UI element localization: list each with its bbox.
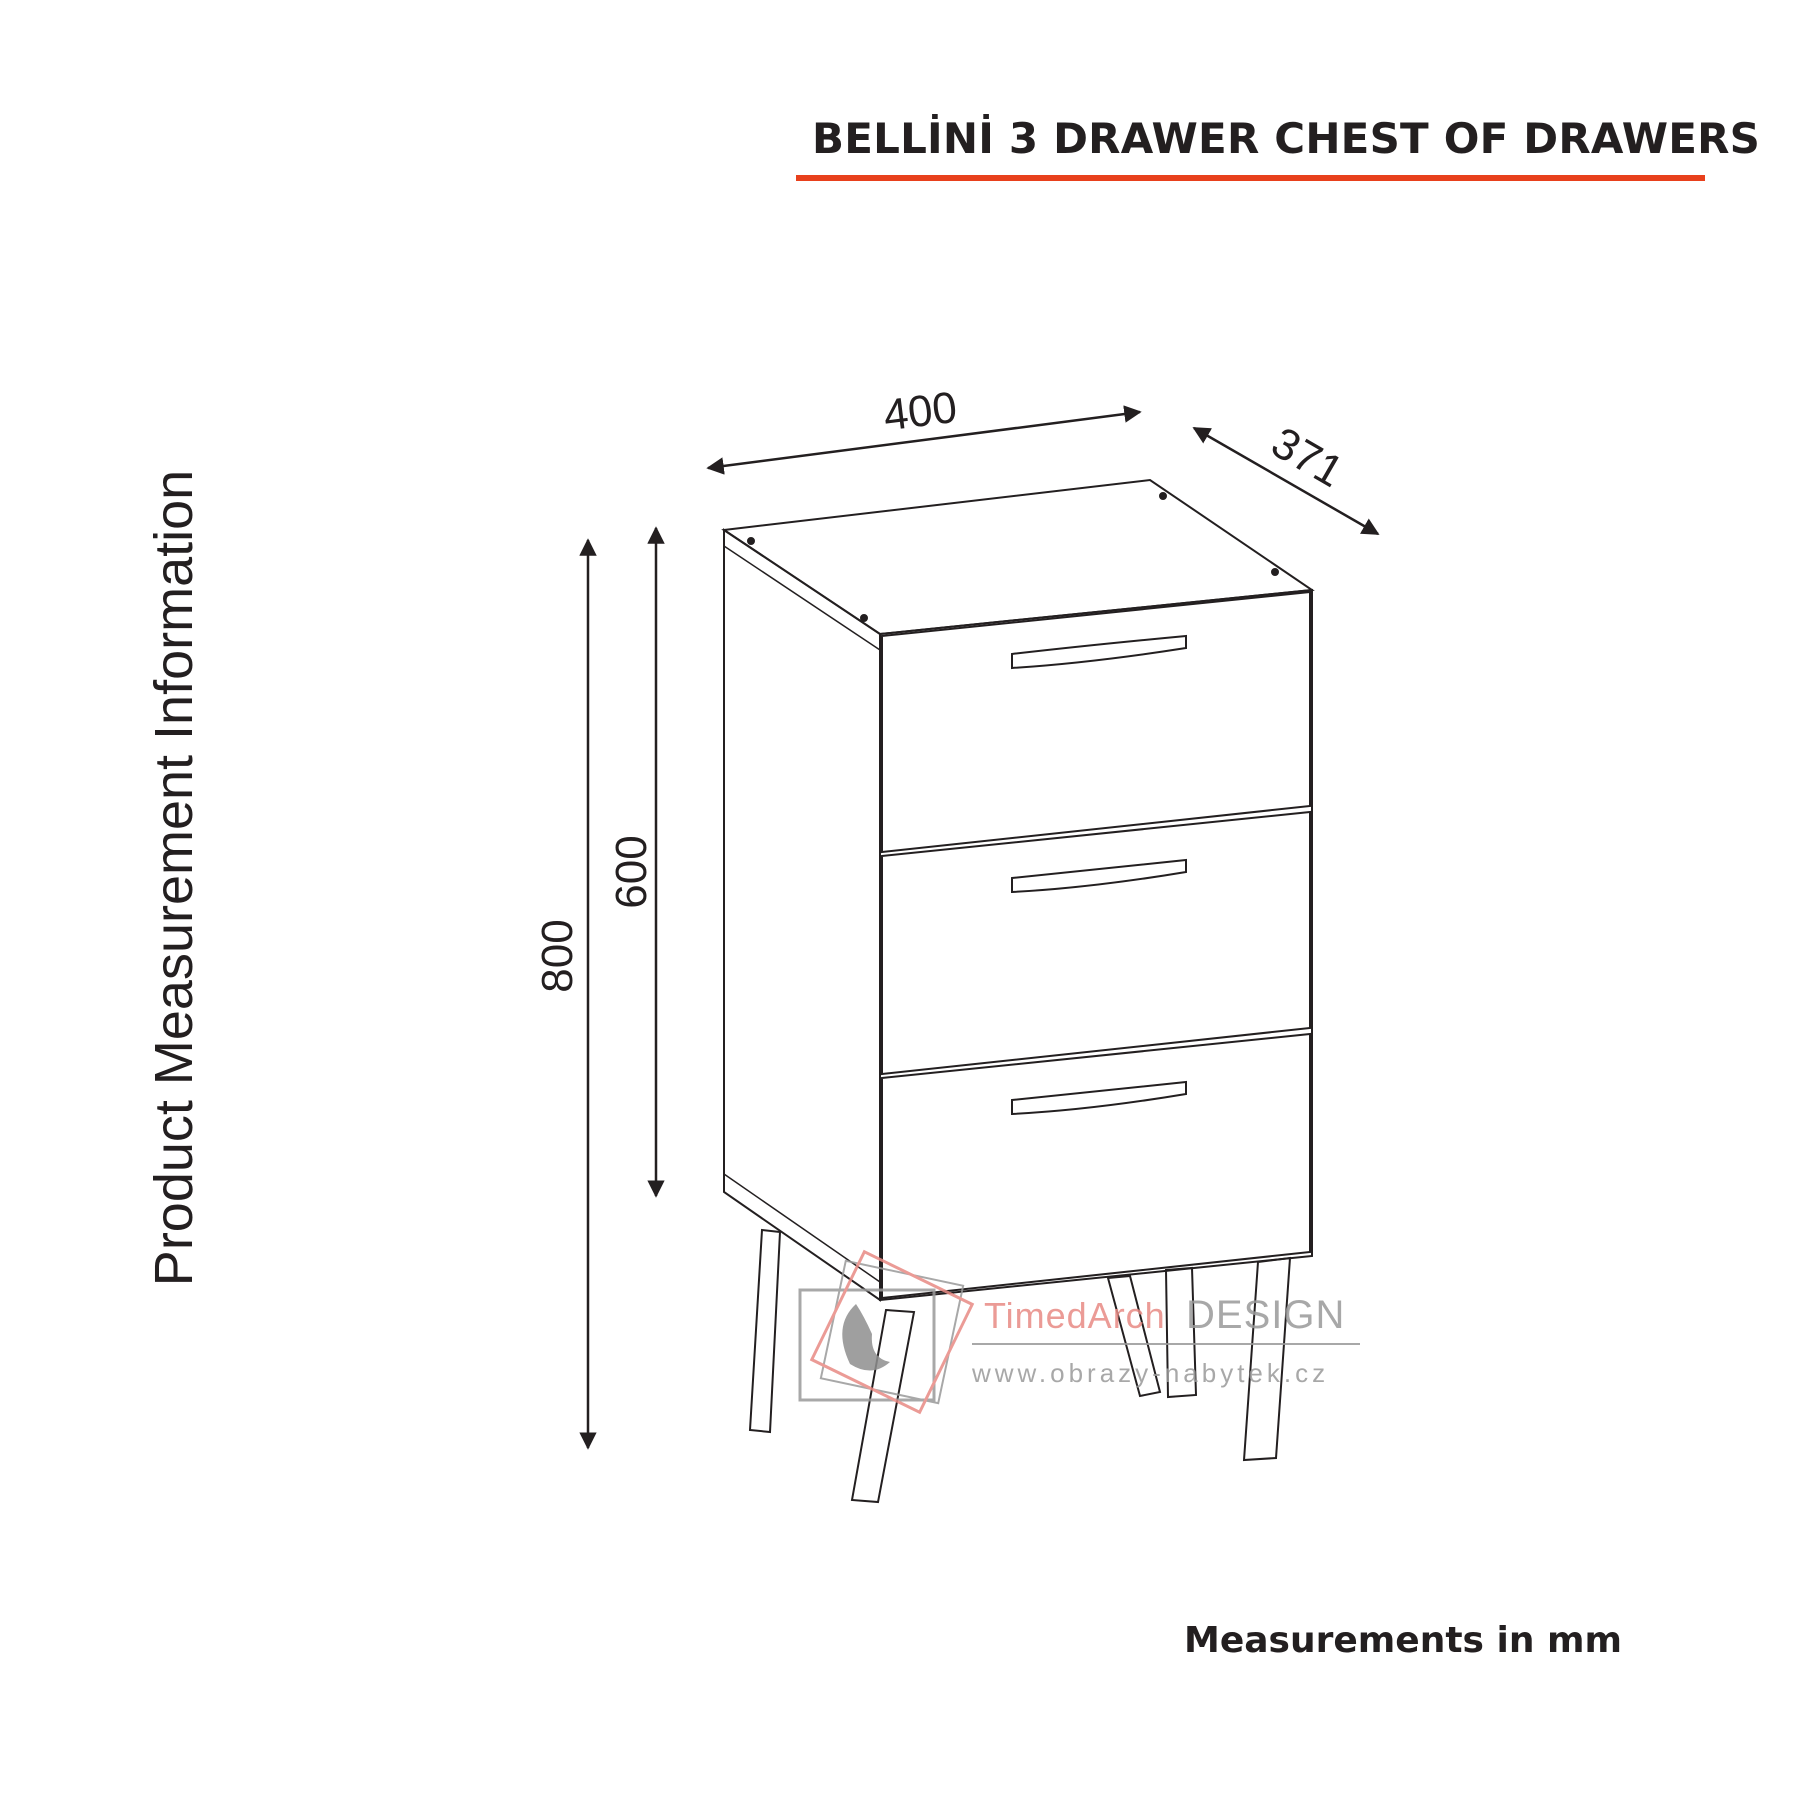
cabinet <box>721 478 1315 1504</box>
drawer-bottom <box>881 1032 1311 1300</box>
depth-label: 371 <box>1263 418 1351 497</box>
drawer-handle-bottom <box>1011 1080 1187 1116</box>
leg-front-right <box>1242 1256 1292 1462</box>
leg-back-right <box>1106 1274 1162 1398</box>
title-underline <box>796 175 1705 181</box>
depth-dimension-line <box>1192 426 1380 536</box>
watermark-url: www.obrazy-nabytek.cz <box>971 1358 1329 1388</box>
units-note: Measurements in mm <box>1184 1620 1623 1661</box>
watermark-brand-part1: TimedArch <box>984 1295 1166 1336</box>
leg-back-left <box>748 1228 782 1434</box>
width-dimension-line <box>706 405 1142 475</box>
leg-front-left <box>850 1308 916 1504</box>
drawer-top <box>881 590 1311 854</box>
watermark-brand-part2: DESIGN <box>1186 1293 1345 1337</box>
watermark: TimedArch DESIGN www.obrazy-nabytek.cz <box>798 1249 1360 1415</box>
total-height-label: 800 <box>533 919 582 992</box>
body-height-label: 600 <box>607 835 656 908</box>
cabinet-top <box>721 478 1315 636</box>
cabinet-front <box>879 588 1313 1302</box>
cabinet-side-panel <box>723 528 881 1302</box>
drawer-handle-top <box>1011 634 1187 670</box>
page-title: BELLİNİ 3 DRAWER CHEST OF DRAWERS <box>812 114 1761 163</box>
watermark-logo <box>798 1249 975 1415</box>
width-label: 400 <box>881 383 960 441</box>
drawer-middle <box>881 810 1311 1076</box>
drawer-handle-middle <box>1011 858 1187 894</box>
dimension-lines <box>579 405 1380 1450</box>
